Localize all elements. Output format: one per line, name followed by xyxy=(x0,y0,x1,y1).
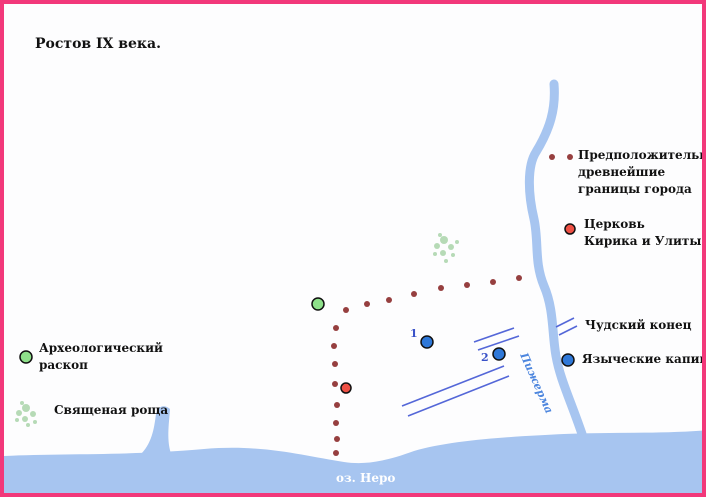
marker-temple-1 xyxy=(420,335,434,349)
legend-chud-lines xyxy=(555,317,578,336)
map-title: Ростов IX века. xyxy=(35,36,161,52)
legend-excavation-label: Археологический раскоп xyxy=(39,340,163,374)
legend-church-icon xyxy=(564,223,576,235)
legend-church-line-1: Церковь xyxy=(584,217,645,231)
legend-borders-line-2: древнейшие xyxy=(578,165,666,179)
legend-grove-label: Священая роща xyxy=(54,403,169,417)
legend-borders-line-1: Предположительные xyxy=(578,148,702,162)
legend-church-label: Церковь Кирика и Улиты xyxy=(584,216,701,250)
legend-excavation-line-1: Археологический xyxy=(39,341,163,355)
marker-excavation-site xyxy=(311,297,325,311)
map-canvas xyxy=(4,79,702,493)
legend-borders-label: Предположительные древнейшие границы гор… xyxy=(578,147,702,198)
legend-chud-label: Чудский конец xyxy=(585,318,692,332)
chud-end-lines-main xyxy=(401,327,520,417)
marker-temple-2 xyxy=(492,347,506,361)
lake-nero xyxy=(4,430,702,493)
river-pizherma xyxy=(524,79,587,439)
marker-church-site xyxy=(340,382,352,394)
stream-left xyxy=(139,406,172,456)
legend-church-line-2: Кирика и Улиты xyxy=(584,234,702,248)
lake-label: оз. Неро xyxy=(336,471,396,485)
grove-marker-center xyxy=(433,233,459,263)
grove-icon xyxy=(15,401,37,427)
city-border-dots xyxy=(331,275,522,456)
legend-pagan-label: Языческие капища xyxy=(582,352,702,366)
legend-pagan-icon xyxy=(561,353,575,367)
legend-border-dots xyxy=(549,154,573,160)
legend-excavation-line-2: раскоп xyxy=(39,358,88,372)
temple-number-2: 2 xyxy=(481,351,489,364)
temple-number-1: 1 xyxy=(410,327,418,340)
legend-borders-line-3: границы города xyxy=(578,182,692,196)
legend-excavation-icon xyxy=(19,350,33,364)
